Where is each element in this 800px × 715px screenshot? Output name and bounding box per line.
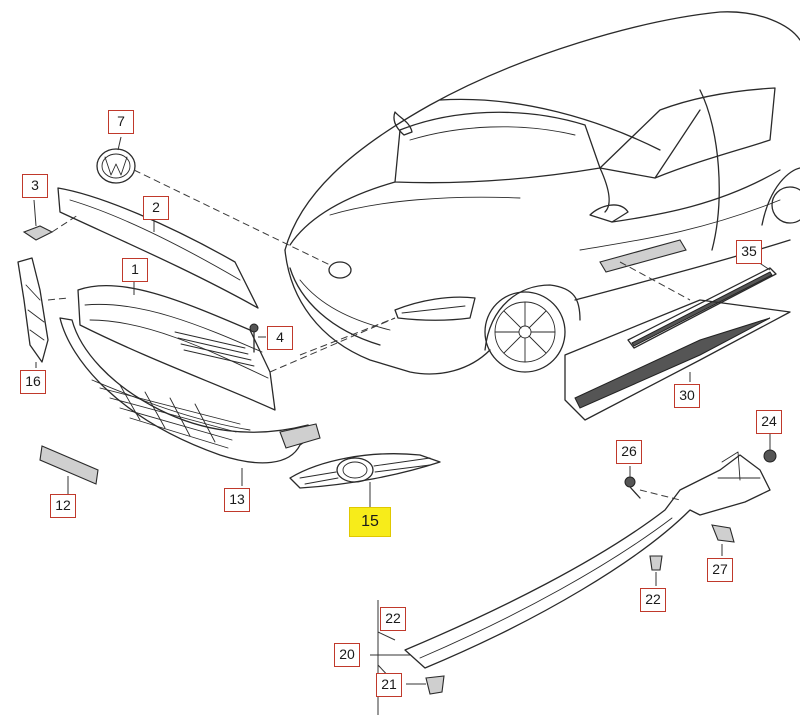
part-22-clip — [649, 555, 663, 586]
part-20-21-cluster — [370, 600, 445, 715]
part-35-trim — [599, 239, 777, 349]
callout-2: 2 — [143, 196, 169, 220]
callout-22-bottom: 22 — [380, 607, 406, 631]
part-3-clip — [22, 199, 79, 241]
callout-30: 30 — [674, 384, 700, 408]
side-rail — [404, 451, 771, 669]
part-15-fog-grille — [289, 453, 441, 508]
part-30-sill-trim — [564, 299, 791, 421]
car-body — [284, 11, 800, 375]
part-26-bolt — [624, 466, 681, 501]
part-16-bracket — [17, 257, 69, 368]
part-27-clip — [711, 524, 735, 556]
callout-26: 26 — [616, 440, 642, 464]
part-4-screw — [249, 323, 266, 353]
callout-24: 24 — [756, 410, 782, 434]
part-1-grille — [77, 282, 396, 411]
part-12-plate — [39, 445, 99, 494]
vw-emblem-icon — [96, 136, 331, 266]
callout-22-right: 22 — [640, 588, 666, 612]
callout-4: 4 — [267, 326, 293, 350]
part-2-moulding — [57, 187, 259, 309]
callout-13: 13 — [224, 488, 250, 512]
callout-1: 1 — [122, 258, 148, 282]
callout-21: 21 — [376, 673, 402, 697]
callout-7: 7 — [108, 110, 134, 134]
part-13-lower-grille — [59, 317, 321, 486]
callout-35: 35 — [736, 240, 762, 264]
part-24-nut — [763, 434, 777, 463]
callout-3: 3 — [22, 174, 48, 198]
callout-15-highlighted: 15 — [349, 507, 391, 537]
callout-20: 20 — [334, 643, 360, 667]
callout-16: 16 — [20, 370, 46, 394]
callout-27: 27 — [707, 558, 733, 582]
callout-12: 12 — [50, 494, 76, 518]
